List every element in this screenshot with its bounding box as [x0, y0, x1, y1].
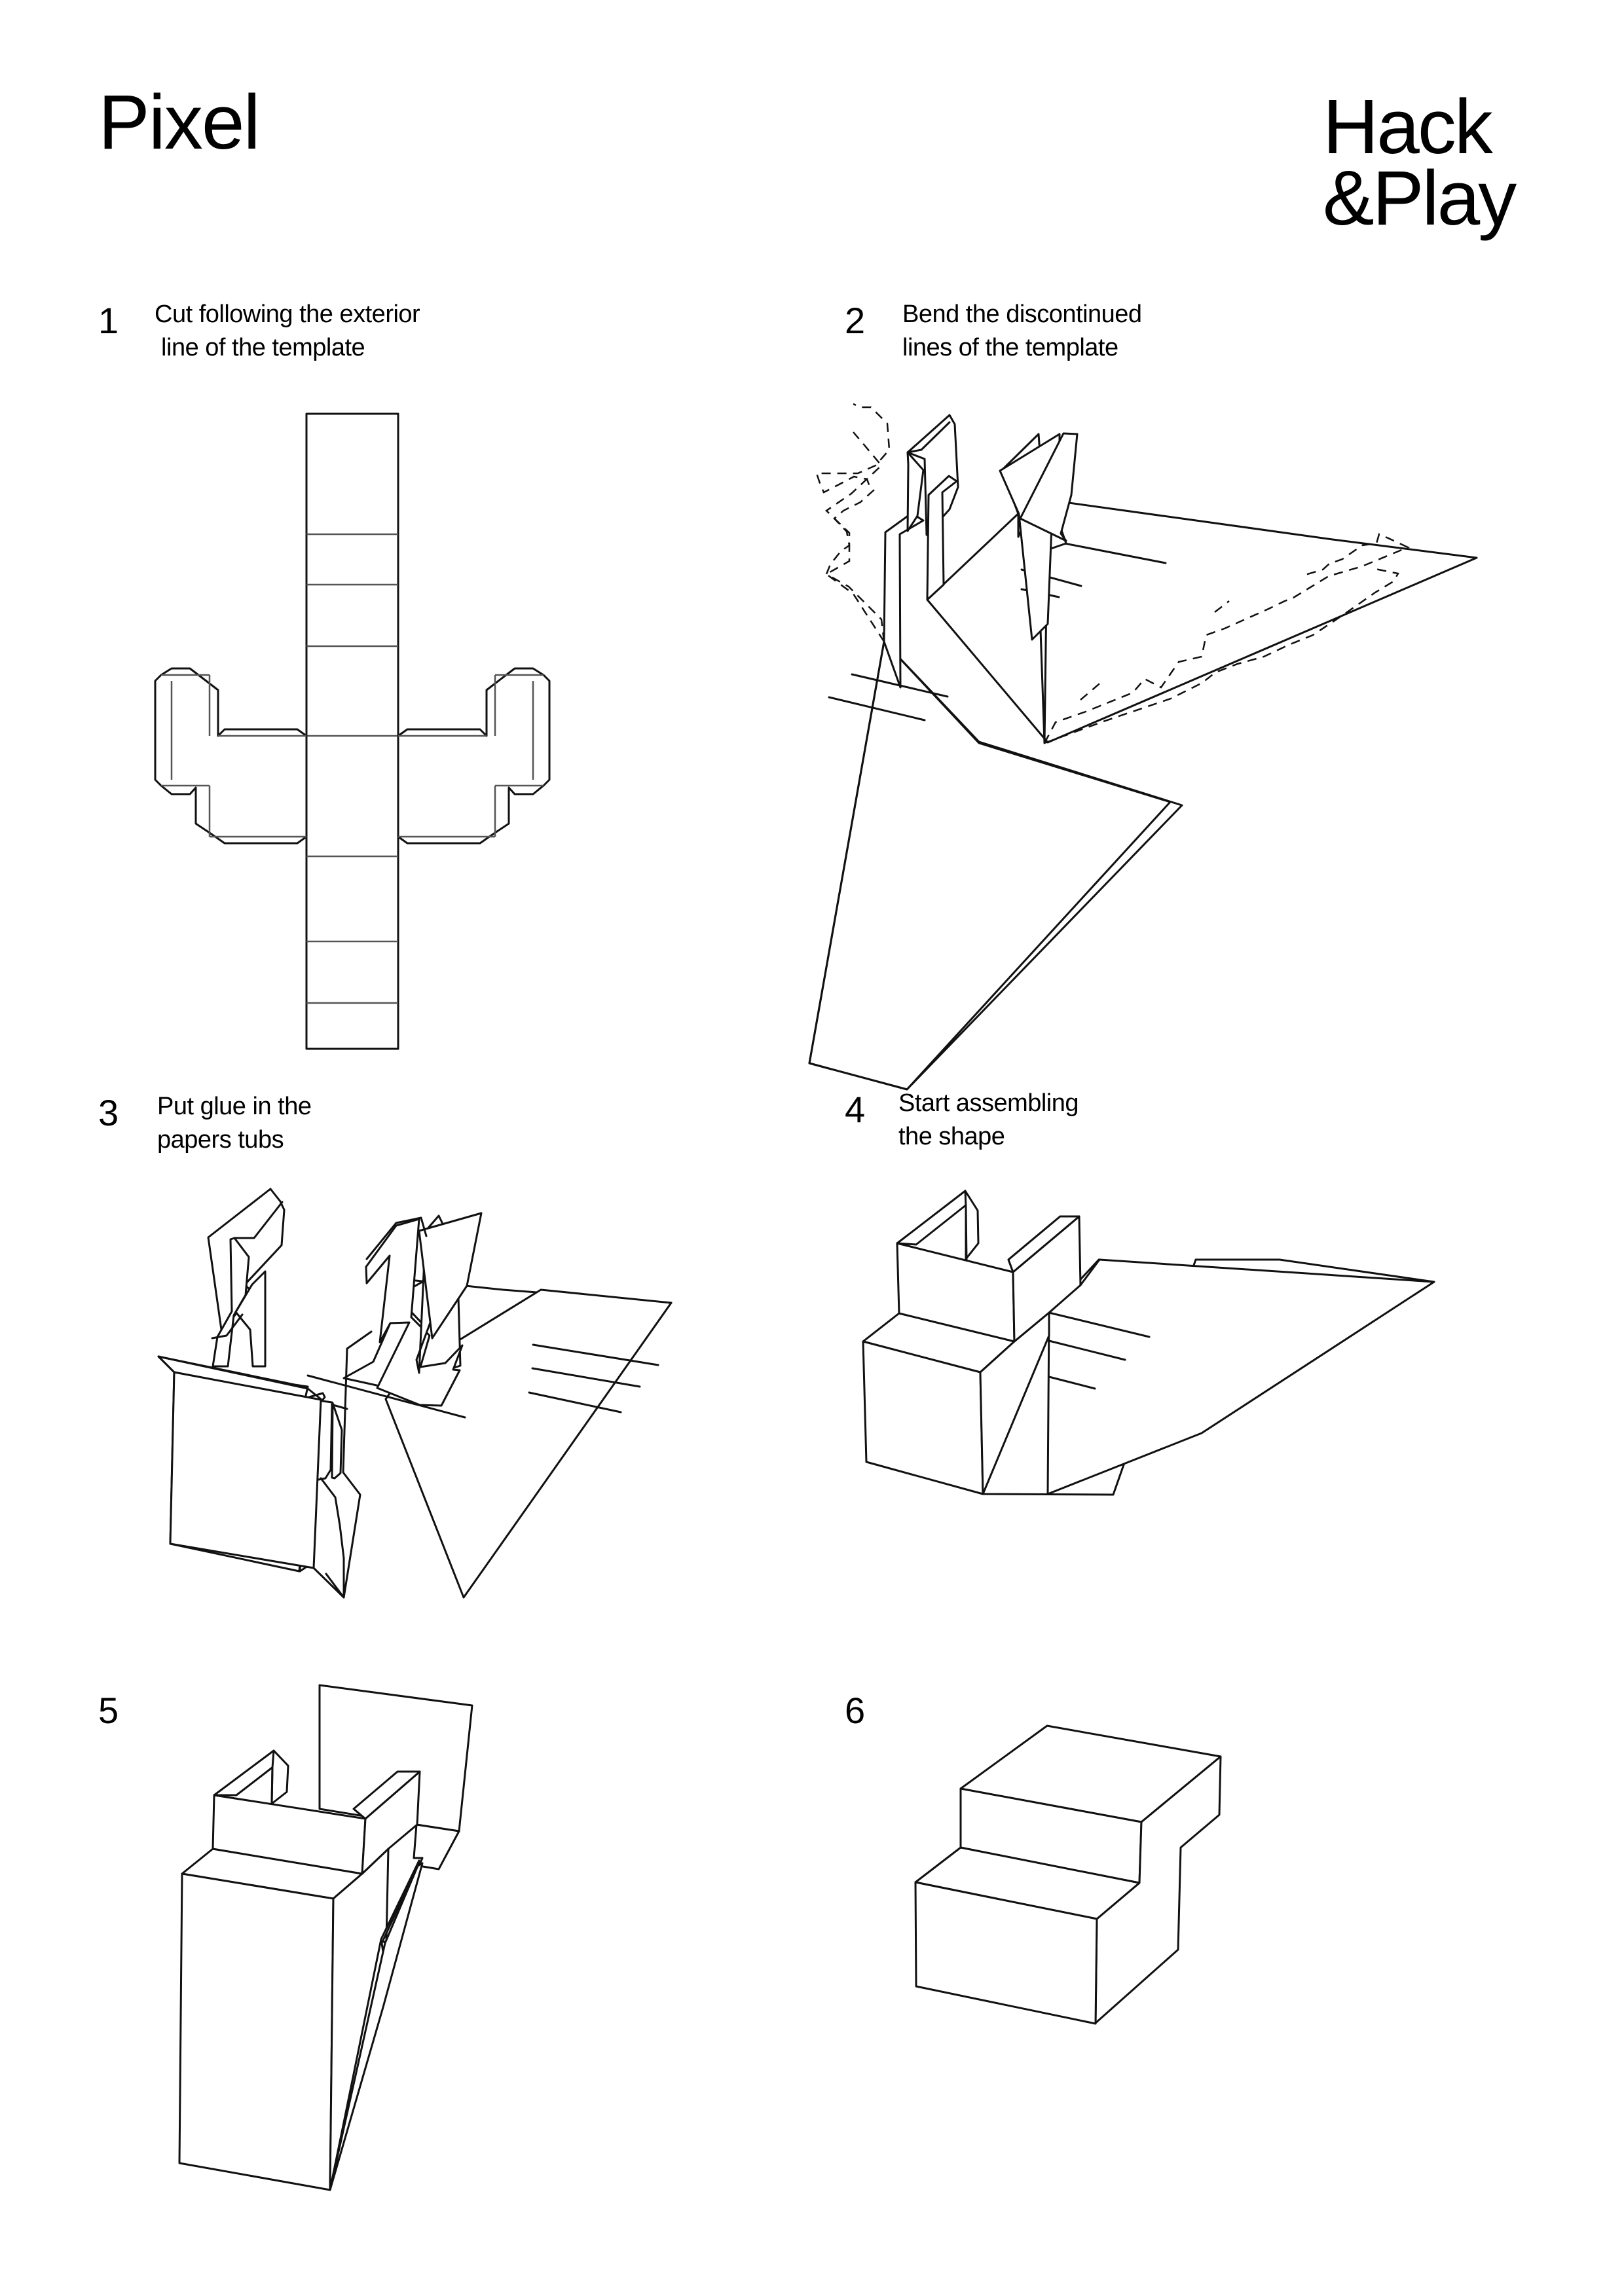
side-edge [314, 1332, 371, 1597]
step-2-line-1: Bend the discontinued [902, 301, 1142, 328]
dashed-flap-left [817, 404, 889, 642]
step-1-line-2: line of the template [155, 334, 365, 361]
step-3-line-2: papers tubs [157, 1126, 284, 1154]
fold-line [1049, 1377, 1095, 1389]
fold-line [1049, 1313, 1149, 1337]
step-1-line-1: Cut following the exterior [155, 301, 420, 328]
page-title: Pixel [98, 79, 261, 166]
brand-line-1: Hack [1323, 84, 1493, 170]
fold-edge [212, 1315, 242, 1338]
upper-left-flap [897, 1191, 970, 1245]
back-strip [927, 497, 1477, 742]
fold-line [532, 1368, 640, 1387]
base-strip-front [809, 642, 1170, 1089]
upper-center-flap [1008, 1216, 1079, 1272]
upper-left-flap-side [965, 1191, 978, 1259]
step-4-instruction: Start assembling the shape [898, 1087, 1079, 1154]
left-tower-inner [236, 1271, 265, 1366]
fold-line [308, 1376, 465, 1417]
dashed-flap-left-inner [826, 432, 884, 642]
back-panel [1048, 1260, 1434, 1494]
right-tall-wall [366, 1219, 462, 1406]
upper-left-flap-side [272, 1751, 288, 1804]
center-left-wall [927, 476, 957, 600]
upper-right-flap [354, 1772, 420, 1819]
step-3-instruction: Put glue in the papers tubs [157, 1090, 312, 1157]
left-tower-side [908, 452, 923, 531]
step-3-line-1: Put glue in the [157, 1093, 312, 1120]
lower-front-face [915, 1882, 1097, 2024]
step-2-number: 2 [845, 300, 866, 341]
flap-edge [158, 1357, 174, 1372]
fold-line [1049, 1341, 1125, 1360]
dashed-flap-right-outer [1044, 569, 1398, 743]
step-6-number: 6 [845, 1690, 866, 1731]
far-right-wall [1020, 433, 1077, 541]
step-5-illustration-closing [164, 1669, 648, 2226]
lower-block-side [980, 1313, 1049, 1494]
brand-line-2: &Play [1323, 155, 1517, 242]
lower-block-front [179, 1874, 333, 2190]
step-4-number: 4 [845, 1089, 866, 1130]
right-back-panel [419, 1213, 481, 1338]
brand-logo: Hack &Play [1323, 84, 1517, 242]
step-1-illustration-flat-template [151, 406, 583, 1054]
step-6-illustration-finished [897, 1702, 1323, 2226]
step-4-line-2: the shape [898, 1123, 1005, 1150]
fold-edge [908, 422, 950, 452]
fold-line [829, 697, 925, 720]
front-main-face [170, 1372, 321, 1568]
fold-edge [234, 1202, 282, 1238]
fold-line [533, 1345, 658, 1365]
template-center-strip [306, 414, 398, 1049]
step-4-line-1: Start assembling [898, 1089, 1079, 1117]
fold-edge [966, 1207, 967, 1260]
step-4-illustration-partial-assembly [851, 1178, 1441, 1624]
fold-edge [367, 1218, 426, 1259]
left-tower-front [213, 1238, 249, 1366]
step-1-number: 1 [98, 300, 119, 341]
step-2-line-2: lines of the template [902, 334, 1118, 361]
dashed-fold [1080, 681, 1103, 700]
dashed-fold [1215, 601, 1229, 612]
fold-line [1051, 541, 1166, 563]
template-right-wing [398, 668, 549, 843]
flap-edge [158, 1357, 321, 1399]
step-1-instruction: Cut following the exterior line of the t… [155, 298, 420, 365]
step-3-number: 3 [98, 1092, 119, 1133]
step-3-illustration-glue-tabs [151, 1178, 714, 1624]
fold-line [529, 1393, 621, 1412]
step-5-number: 5 [98, 1690, 119, 1731]
front-side-strip [332, 1403, 342, 1478]
step-2-instruction: Bend the discontinued lines of the templ… [902, 298, 1142, 365]
right-bottom-flap [414, 1825, 459, 1869]
step-2-illustration-bending [805, 406, 1539, 897]
left-tower [908, 415, 958, 535]
template-left-wing [155, 668, 306, 843]
dashed-flap-right [1044, 534, 1408, 743]
left-wall [884, 513, 923, 687]
side-fold-panel [330, 1863, 422, 2190]
